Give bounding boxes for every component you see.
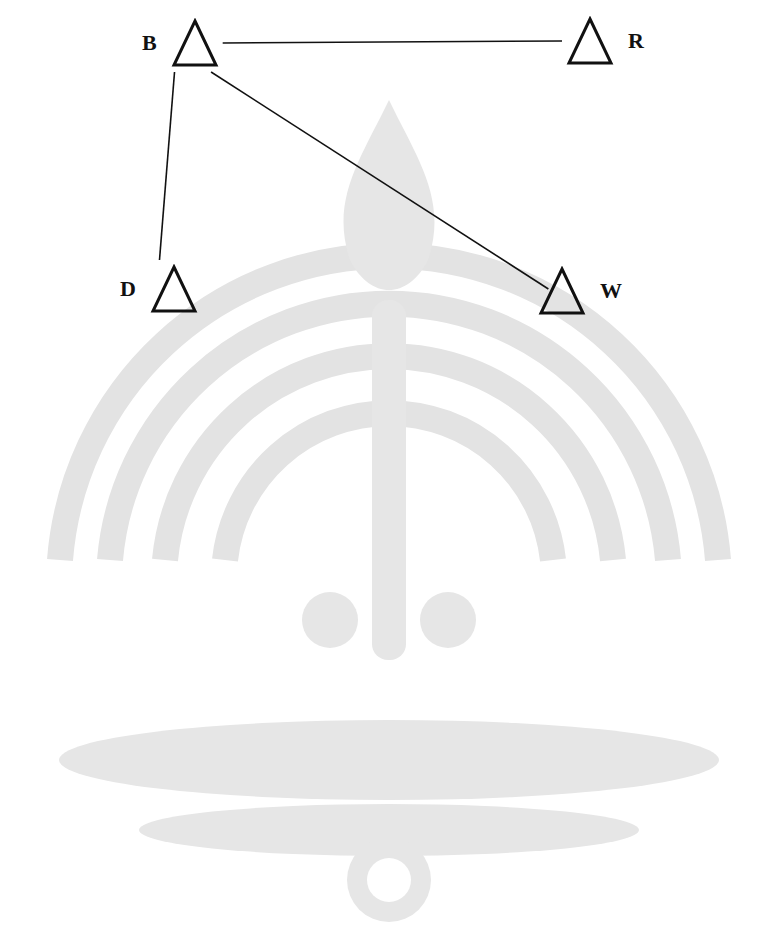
emblem-eye (420, 592, 476, 648)
triangle-outline (153, 267, 195, 311)
triangle-outline (174, 21, 216, 65)
triangle-shape (566, 16, 614, 66)
node-letter: B (140, 31, 159, 55)
emblem-trunk (372, 300, 406, 660)
emblem-base (59, 720, 719, 800)
triangle-node: B (140, 18, 219, 68)
node-letter: R (626, 29, 646, 53)
emblem-eye (302, 592, 358, 648)
emblem-bottom-hole (367, 858, 411, 902)
emblem-core (59, 100, 719, 922)
triangle-node: D (118, 264, 198, 314)
node-letter: W (598, 279, 624, 303)
emblem-flame (344, 100, 435, 290)
triangle-node: R (566, 16, 646, 66)
connector-line (223, 41, 562, 43)
triangle-shape (538, 266, 586, 316)
connector-line (159, 72, 174, 260)
triangle-shape (150, 264, 198, 314)
triangle-node: W (538, 266, 624, 316)
emblem-bottom-circle (347, 838, 431, 922)
triangle-shape (171, 18, 219, 68)
triangle-outline (541, 269, 583, 313)
connector-line (211, 72, 548, 289)
triangle-outline (569, 19, 611, 63)
node-letter: D (118, 277, 138, 301)
